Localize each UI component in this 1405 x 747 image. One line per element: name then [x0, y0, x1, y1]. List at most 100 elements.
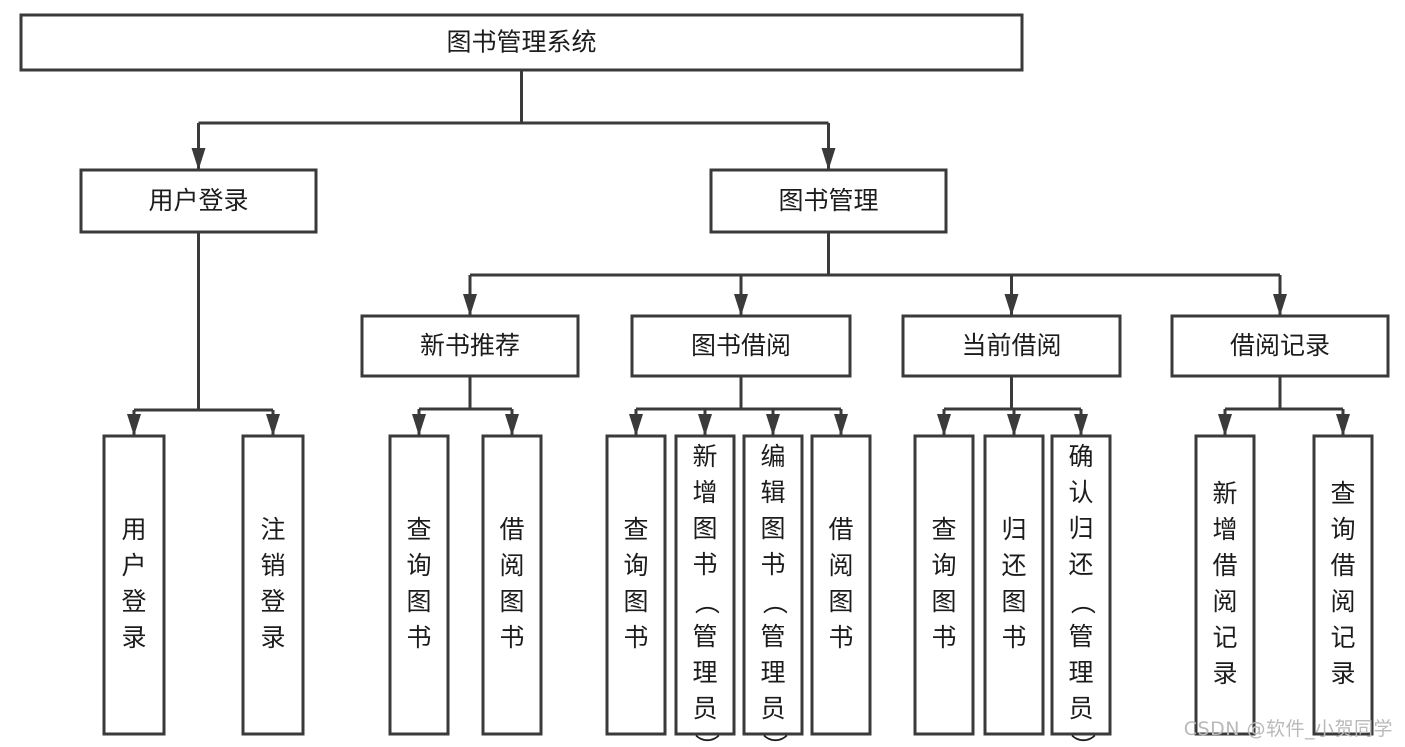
root-node[interactable]: 图书管理系统	[19, 13, 1024, 72]
leaf-label-char: 询	[623, 551, 648, 580]
leaf-label-char: 阅	[499, 551, 524, 580]
root-label: 图书管理系统	[446, 28, 596, 57]
level1-box[interactable]	[709, 168, 948, 234]
leaf-label-char: 录	[260, 623, 285, 652]
edge-arrowhead	[1336, 414, 1350, 436]
leaf-label-char: 理	[760, 658, 785, 687]
leaf-label-char: 图	[692, 514, 717, 543]
leaf-label-char: 归	[1001, 515, 1026, 544]
level2-node[interactable]: 当前借阅	[901, 314, 1122, 378]
level2-node[interactable]: 新书推荐	[360, 314, 580, 378]
leaf-label-char: 辑	[760, 478, 785, 507]
leaf-label-char: 书	[828, 623, 853, 652]
leaf-label-char: 图	[828, 587, 853, 616]
edge-arrowhead	[505, 414, 519, 436]
level2-box[interactable]	[630, 314, 852, 378]
leaf-label-char: 图	[499, 587, 524, 616]
leaf-label-char: 登	[121, 587, 146, 616]
leaf-label-char: 员	[692, 694, 717, 723]
leaf-label-char: 注	[260, 515, 285, 544]
leaf-label-char: 录	[1212, 659, 1237, 688]
leaf-label-char: 理	[692, 658, 717, 687]
edge-arrowhead	[1004, 294, 1019, 316]
edge-arrowhead	[1074, 414, 1088, 436]
edge-arrowhead	[937, 414, 951, 436]
level2-box[interactable]	[901, 314, 1122, 378]
leaf-label-char: 询	[406, 551, 431, 580]
leaf-box[interactable]	[810, 434, 872, 736]
leaf-label-char: 管	[760, 622, 785, 651]
leaf-label-char: 书	[692, 550, 717, 579]
leaf-label-char: 新	[692, 442, 717, 471]
leaf-label-char: 增	[1212, 515, 1237, 544]
csdn-watermark: CSDN @软件_小贺同学	[1183, 718, 1393, 740]
leaf-label-char: 书	[406, 623, 431, 652]
edge-arrowhead	[1273, 294, 1287, 316]
leaf-label-char: 记	[1330, 623, 1355, 652]
leaf-box[interactable]	[102, 434, 166, 736]
leaf-box[interactable]	[742, 434, 804, 736]
connector-layer	[127, 70, 1350, 436]
leaf-label-char: 图	[931, 587, 956, 616]
level1-node[interactable]: 用户登录	[79, 168, 318, 234]
level1-box[interactable]	[79, 168, 318, 234]
level2-node[interactable]: 借阅记录	[1170, 314, 1390, 378]
leaf-box[interactable]	[388, 434, 450, 736]
edge-arrowhead	[1007, 414, 1021, 436]
leaf-label-char: 员	[760, 694, 785, 723]
leaf-label-char: 阅	[828, 551, 853, 580]
leaf-label-char: ）	[1068, 733, 1097, 747]
level2-box[interactable]	[1170, 314, 1390, 378]
leaf-box[interactable]	[983, 434, 1045, 736]
level2-label: 借阅记录	[1230, 331, 1330, 360]
edge-arrowhead	[1218, 414, 1232, 436]
leaf-label-char: 理	[1068, 658, 1093, 687]
level2-label: 当前借阅	[961, 331, 1061, 360]
leaf-box[interactable]	[241, 434, 305, 736]
leaf-label-char: 还	[1068, 550, 1093, 579]
level1-label: 用户登录	[148, 186, 248, 215]
root-box[interactable]	[19, 13, 1024, 72]
leaf-box[interactable]	[674, 434, 736, 736]
leaf-label-char: 借	[828, 515, 853, 544]
leaf-label-char: 户	[121, 551, 146, 580]
leaf-label-char: （	[760, 589, 789, 614]
leaf-box[interactable]	[1312, 434, 1374, 736]
leaf-label-char: 查	[1330, 479, 1355, 508]
leaf-label-char: 书	[760, 550, 785, 579]
leaf-label-char: 图	[406, 587, 431, 616]
leaf-label-char: 认	[1068, 478, 1093, 507]
leaf-box[interactable]	[605, 434, 667, 736]
leaf-box[interactable]	[913, 434, 975, 736]
leaf-label-char: 阅	[1330, 587, 1355, 616]
leaf-label-char: 图	[1001, 587, 1026, 616]
level2-node[interactable]: 图书借阅	[630, 314, 852, 378]
leaf-box[interactable]	[1050, 434, 1112, 736]
level1-node[interactable]: 图书管理	[709, 168, 948, 234]
leaf-box[interactable]	[481, 434, 543, 736]
leaf-label-char: 查	[623, 515, 648, 544]
leaf-label-char: 员	[1068, 694, 1093, 723]
leaf-box[interactable]	[1194, 434, 1256, 736]
leaf-label-char: ）	[692, 733, 721, 747]
level2-box[interactable]	[360, 314, 580, 378]
leaf-label-char: 图	[623, 587, 648, 616]
leaf-label-char: 查	[406, 515, 431, 544]
edge-arrowhead	[821, 148, 836, 170]
leaf-node[interactable]: 用户登录	[102, 434, 166, 736]
leaf-label-char: 借	[1212, 551, 1237, 580]
leaf-label-char: 登	[260, 587, 285, 616]
